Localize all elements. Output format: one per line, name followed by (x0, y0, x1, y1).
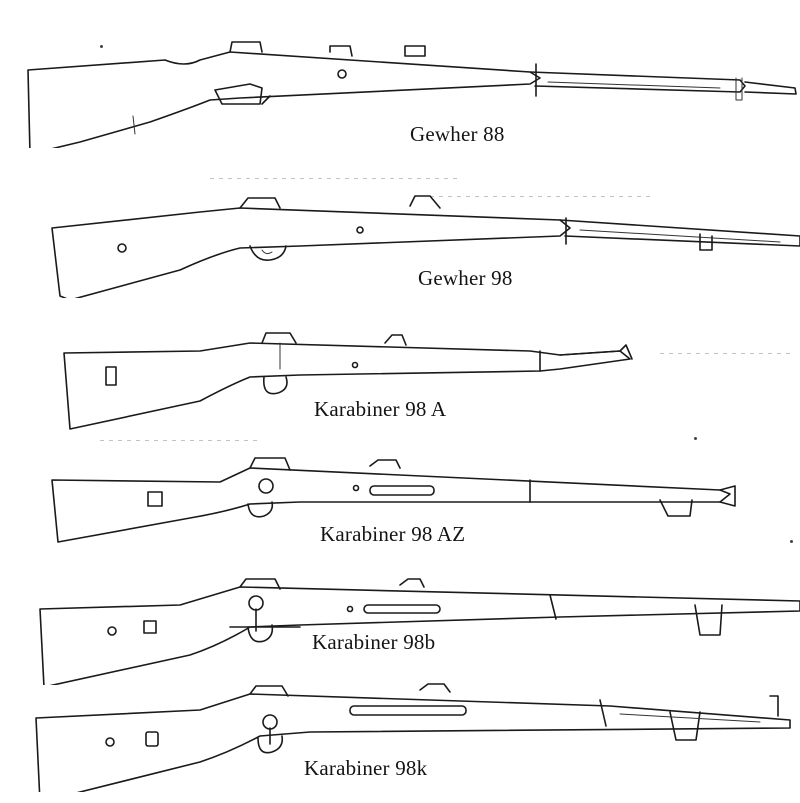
scan-artifact-line (430, 196, 650, 197)
rifle-karabiner-98a-drawing (0, 325, 800, 435)
scan-artifact-line (100, 440, 260, 441)
rifle-label-gewehr-88: Gewher 88 (410, 122, 505, 146)
scan-speck (100, 45, 103, 48)
rifle-karabiner-98az-drawing (0, 450, 800, 560)
rifle-gewehr-88-drawing (0, 38, 800, 148)
rifle-label-karabiner-98a: Karabiner 98 A (314, 397, 447, 421)
scan-speck (790, 540, 793, 543)
rifle-label-karabiner-98k: Karabiner 98k (304, 756, 428, 780)
rifle-label-karabiner-98az: Karabiner 98 AZ (320, 522, 466, 546)
scan-artifact-line (210, 178, 460, 179)
rifle-label-gewehr-98: Gewher 98 (418, 266, 513, 290)
rifle-karabiner-98b-drawing (0, 575, 800, 685)
rifle-gewehr-98-drawing (0, 188, 800, 298)
scan-artifact-line (660, 353, 790, 354)
rifle-karabiner-98k-drawing (0, 682, 800, 792)
rifle-label-karabiner-98b: Karabiner 98b (312, 630, 436, 654)
scan-speck (694, 437, 697, 440)
